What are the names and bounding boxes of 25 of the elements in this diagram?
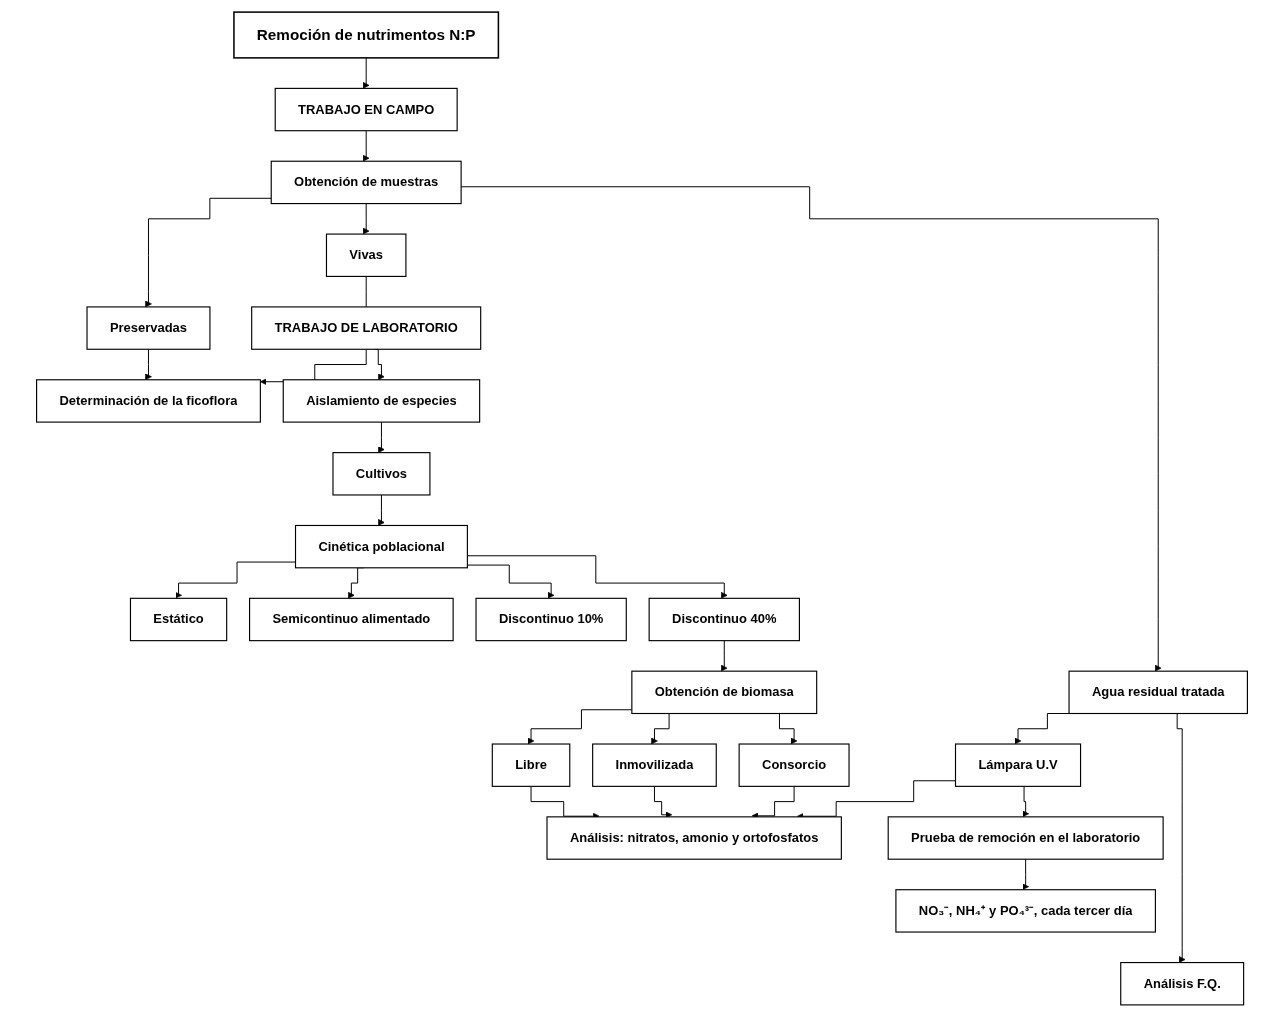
node-box: Consorcio [738,743,850,787]
node-box: Determinación de la ficoflora [36,379,261,423]
node-box: TRABAJO EN CAMPO [274,87,458,132]
node-box: Inmovilizada [592,743,717,787]
node-box: Estático [129,597,228,642]
node-box: Prueba de remoción en el laboratorio [887,816,1164,860]
node-box: Preservadas [86,306,211,350]
node-box: Análisis F.Q. [1120,962,1245,1006]
node-box: Cinética poblacional [294,524,468,569]
node-box: Semicontinuo alimentado [249,597,454,642]
node-box: Aislamiento de especies [282,379,481,423]
node-box: Obtención de muestras [270,160,462,205]
node-box: Remoción de nutrimentos N:P [233,11,500,59]
node-box: Lámpara U.V [954,743,1082,787]
connector [365,275,367,308]
node-box: Vivas [325,233,407,277]
node-box: Libre [491,743,571,787]
node-box: Obtención de biomasa [631,670,818,715]
node-box: NO₃⁻, NH₄⁺ y PO₄³⁻, cada tercer día [895,889,1156,933]
node-box: Agua residual tratada [1068,670,1248,715]
node-box: TRABAJO DE LABORATORIO [251,306,482,350]
node-box: Discontinuo 40% [648,597,800,642]
node-box: Cultivos [332,452,431,496]
node-box: Análisis: nitratos, amonio y ortofosfatos [546,816,842,860]
node-box: Discontinuo 10% [475,597,627,642]
